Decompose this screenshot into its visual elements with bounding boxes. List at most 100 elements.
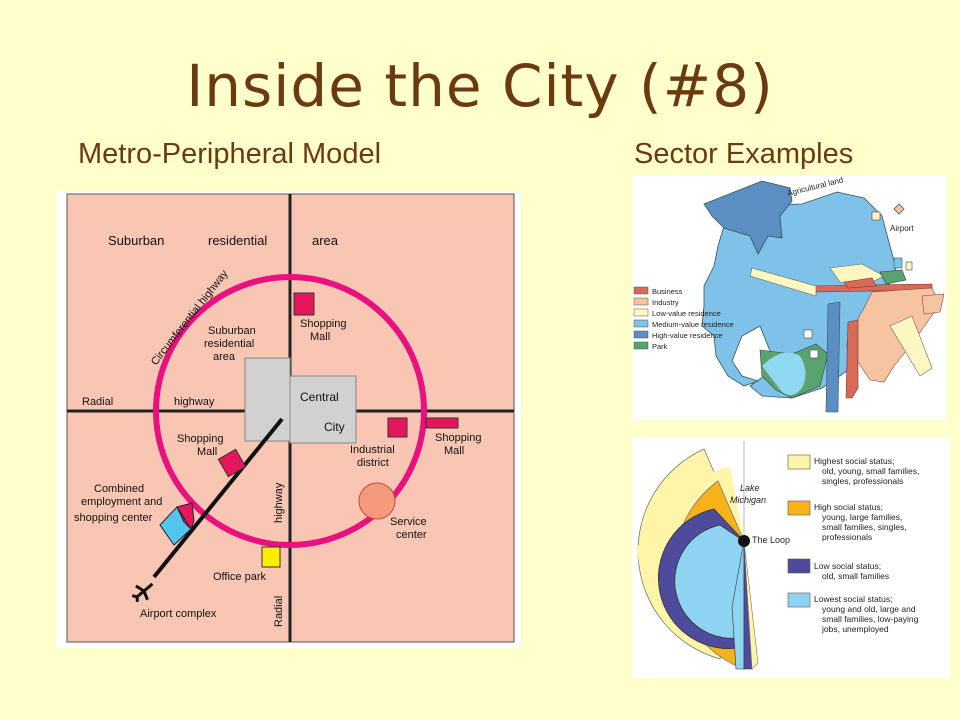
legend-swatch-low-value (633, 308, 649, 317)
map-small-square-2 (803, 329, 813, 339)
map-small-square-1 (809, 349, 819, 359)
highest-status-strip (743, 540, 759, 670)
legend-label-industry: Industry (652, 298, 679, 307)
legend-lowest-line1: Lowest social status; (814, 594, 892, 604)
legend-high-line3: small families, singles, (822, 522, 907, 532)
legend-lowest-line3: small families, low-paying (822, 614, 919, 624)
lowest-status-core (674, 524, 745, 639)
business-core (843, 277, 877, 289)
legend-lowest-line2: young and old, large and (822, 604, 916, 614)
map-small-square-3 (893, 257, 903, 269)
legend-highest-line1: Highest social status; (814, 456, 894, 466)
label-michigan: Michigan (730, 495, 766, 505)
label-radial-vertical: Radial (273, 596, 285, 627)
label-office-park: Office park (213, 571, 266, 583)
shopping-mall-north (293, 292, 315, 316)
legend-lowest-line4: jobs, unemployed (821, 624, 889, 634)
legend-low-line2: old, small families (822, 571, 889, 581)
river-lake (762, 352, 806, 396)
legend-swatch-highest (787, 454, 811, 470)
label-mall-top-2: Mall (310, 331, 330, 343)
map-small-square-5 (871, 211, 881, 221)
label-the-loop: The Loop (752, 535, 790, 545)
legend-label-low-value: Low-value residence (652, 309, 721, 318)
label-mall-left-2: Mall (197, 446, 217, 458)
industry-zone-edge (921, 293, 945, 315)
social-status-legend: Highest social status; old, young, small… (787, 454, 919, 634)
map-small-square-4 (905, 261, 913, 271)
label-suburban-res-3: area (213, 351, 236, 363)
metro-peripheral-diagram: Suburban residential area Circumferentia… (56, 191, 521, 648)
legend-label-medium-value: Medium-value residence (652, 320, 734, 329)
shopping-mall-southwest (217, 448, 247, 478)
low-value-residence-diagonal (749, 267, 817, 297)
park-east (879, 269, 907, 285)
high-value-residence-northwest (703, 180, 793, 255)
the-loop-dot (738, 535, 750, 547)
service-center-circle (358, 482, 396, 520)
combined-center-icon (159, 502, 195, 546)
legend-swatch-lowest (787, 592, 811, 608)
legend-swatch-high (787, 500, 811, 516)
label-central: Central (300, 390, 339, 404)
metro-peripheral-heading: Metro-Peripheral Model (78, 138, 382, 170)
airplane-icon (131, 582, 154, 602)
airport-radial-highway (152, 417, 284, 579)
slide-title: Inside the City (#8) (186, 52, 774, 120)
label-highway-vertical: highway (273, 482, 285, 523)
circumferential-highway-ring (153, 274, 427, 548)
label-suburban-res-2: residential (204, 338, 254, 350)
business-strip-south (845, 319, 859, 399)
sector-examples-heading: Sector Examples (634, 138, 854, 170)
land-use-legend: Business Industry Low-value residence Me… (633, 286, 734, 351)
sector-example-land-use-map: Agricultural land Airport Business Indus… (632, 175, 946, 420)
legend-label-park: Park (652, 342, 668, 351)
label-suburban: Suburban (108, 233, 164, 248)
low-value-residence-southeast (889, 315, 933, 377)
label-lake: Lake (740, 483, 760, 493)
legend-highest-line3: singles, professionals (822, 476, 903, 486)
legend-swatch-industry (633, 297, 649, 306)
legend-highest-line2: old, young, small families, (822, 466, 919, 476)
label-city: City (324, 420, 345, 434)
legend-high-line2: young, large families, (822, 512, 902, 522)
label-residential: residential (208, 233, 267, 248)
legend-swatch-high-value (633, 330, 649, 339)
legend-label-high-value: High-value residence (652, 331, 722, 340)
metro-diagram-svg: Suburban residential area Circumferentia… (66, 193, 515, 643)
label-highway: highway (174, 396, 215, 408)
label-area: area (312, 233, 339, 248)
label-combined-3: shopping center (74, 512, 153, 524)
label-mall-top-1: Shopping (300, 318, 347, 330)
land-use-map-svg: Agricultural land Airport Business Indus… (633, 175, 945, 413)
central-city-block-right (289, 375, 357, 444)
shopping-mall-east (425, 417, 459, 429)
social-status-svg: Lake Michigan The Loop Highest social st… (636, 441, 919, 670)
label-airport-complex: Airport complex (140, 608, 217, 620)
office-park-block (261, 546, 281, 568)
label-airport: Airport (890, 224, 914, 233)
label-mall-right-2: Mall (444, 445, 464, 457)
legend-swatch-business (633, 286, 649, 295)
central-city-block-left (244, 357, 291, 442)
label-industrial-2: district (357, 457, 389, 469)
high-value-strip-south (825, 301, 841, 413)
label-combined-1: Combined (94, 483, 144, 495)
legend-label-business: Business (652, 287, 683, 296)
legend-swatch-medium-value (633, 319, 649, 328)
label-service-2: center (396, 529, 427, 541)
legend-low-line1: Low social status; (814, 561, 881, 571)
label-mall-right-1: Shopping (435, 432, 482, 444)
legend-high-line1: High social status; (814, 502, 883, 512)
label-suburban-res-1: Suburban (208, 325, 256, 337)
legend-high-line4: professionals (822, 532, 872, 542)
airport-diamond-icon (893, 203, 905, 215)
label-service-1: Service (390, 516, 427, 528)
legend-swatch-park (633, 341, 649, 350)
label-industrial-1: Industrial (350, 444, 395, 456)
label-radial: Radial (82, 396, 113, 408)
label-combined-2: employment and (81, 496, 162, 508)
legend-swatch-low (787, 558, 811, 574)
industrial-district-block (387, 417, 408, 438)
label-mall-left-1: Shopping (177, 433, 224, 445)
